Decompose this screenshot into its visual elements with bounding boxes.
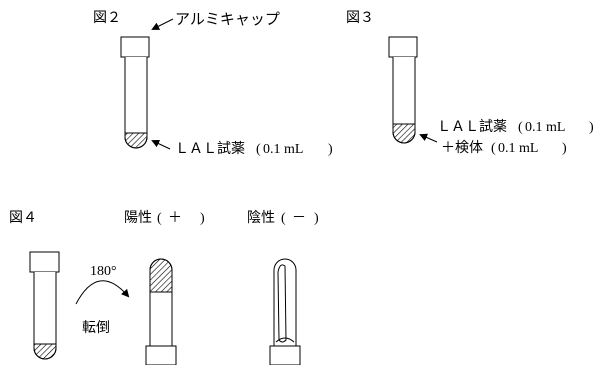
aluminum-cap (388, 36, 418, 58)
cap-label: アルミキャップ (175, 10, 280, 28)
sample-volume-open-paren: ( (491, 141, 496, 156)
figure-2-title: 図２ (93, 10, 121, 26)
reaction-mixture-fill (33, 343, 57, 360)
reagent-volume-close-paren: ) (328, 142, 333, 157)
reagent-volume-close-paren: ) (589, 120, 594, 135)
reagent-volume-open-paren: ( (518, 120, 523, 135)
reagent-pointer-arrow (419, 133, 438, 143)
figure-4: 図４ 180° 転倒 陽性 ( ＋ ) 陰性 ( － ) (9, 210, 319, 365)
figure-3-title: 図３ (346, 10, 374, 26)
liquid-meniscus (275, 337, 295, 343)
reagent-volume: 0.1 mL (263, 142, 303, 157)
rotation-arrow (75, 280, 130, 305)
sample-label: ＋検体 (441, 140, 483, 156)
negative-close-paren: ) (314, 211, 319, 226)
positive-sign: ＋ (168, 210, 182, 226)
figure-3: 図３ ＬＡＬ試薬 ( 0.1 mL ) ＋検体 ( 0.1 mL ) (346, 10, 594, 156)
positive-open-paren: ( (157, 211, 162, 226)
sample-volume: 0.1 mL (498, 141, 538, 156)
gel-clot-fill (149, 258, 173, 293)
reagent-sample-fill (392, 123, 416, 144)
sample-volume-close-paren: ) (562, 141, 567, 156)
reagent-volume: 0.1 mL (525, 120, 565, 135)
reagent-label: ＬＡＬ試薬 (175, 141, 245, 157)
lal-reagent-fill (124, 132, 148, 149)
reagent-volume-open-paren: ( (256, 142, 261, 157)
reagent-label: ＬＡＬ試薬 (437, 119, 507, 135)
positive-close-paren: ) (200, 211, 205, 226)
negative-label: 陰性 (247, 210, 275, 226)
aluminum-cap (269, 345, 301, 365)
reagent-pointer-arrow (151, 139, 171, 150)
negative-open-paren: ( (281, 211, 286, 226)
cap-pointer-arrow (151, 18, 174, 30)
aluminum-cap (120, 36, 150, 58)
rotation-angle: 180° (90, 264, 117, 279)
figure-4-title: 図４ (9, 210, 37, 226)
invert-label: 転倒 (82, 320, 110, 336)
aluminum-cap (29, 251, 60, 273)
figure-2: 図２ アルミキャップ ＬＡＬ試薬 ( 0.1 mL ) (93, 10, 333, 157)
aluminum-cap (145, 345, 177, 365)
positive-label: 陽性 (124, 210, 152, 226)
negative-sign: － (292, 210, 306, 226)
liquid-streak (277, 264, 287, 343)
